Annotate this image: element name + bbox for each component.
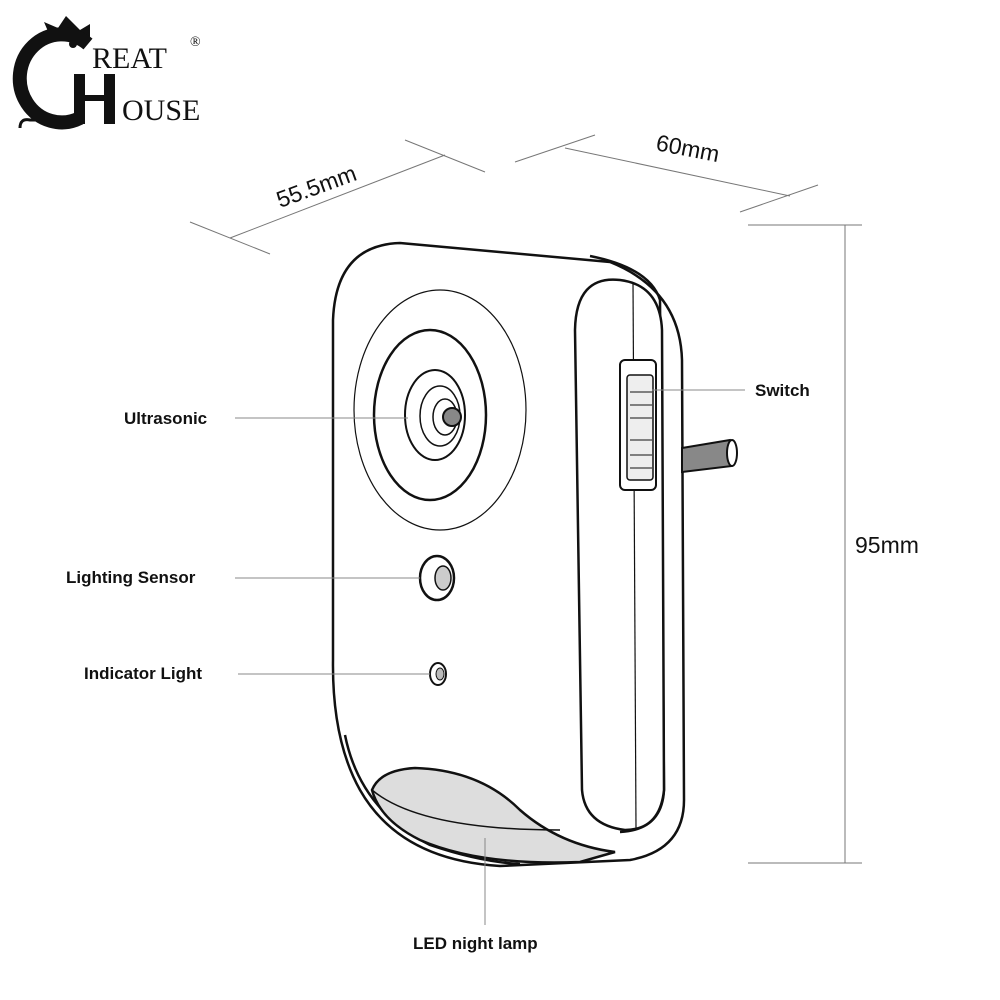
height-dimension: 95mm [855, 532, 919, 558]
logo-letter-h [74, 74, 115, 124]
plug-pin [681, 438, 738, 474]
label-ultrasonic: Ultrasonic [124, 409, 207, 428]
brand-logo: REAT ® OUSE [12, 16, 201, 130]
lighting-sensor [418, 554, 456, 602]
logo-registered: ® [190, 35, 201, 50]
label-switch: Switch [755, 381, 810, 400]
label-indicator-light: Indicator Light [84, 664, 202, 683]
logo-text-ouse: OUSE [122, 94, 200, 127]
device-body [331, 241, 686, 868]
ultrasonic-speaker [353, 289, 527, 531]
logo-text-reat: REAT [92, 42, 167, 75]
label-led-night-lamp: LED night lamp [413, 934, 538, 953]
leader-lines [235, 389, 745, 925]
label-lighting-sensor: Lighting Sensor [66, 568, 196, 587]
width-dimension: 60mm [654, 129, 722, 167]
logo-letter-g [12, 27, 93, 130]
power-switch [619, 359, 657, 491]
dimension-lines [189, 134, 862, 864]
